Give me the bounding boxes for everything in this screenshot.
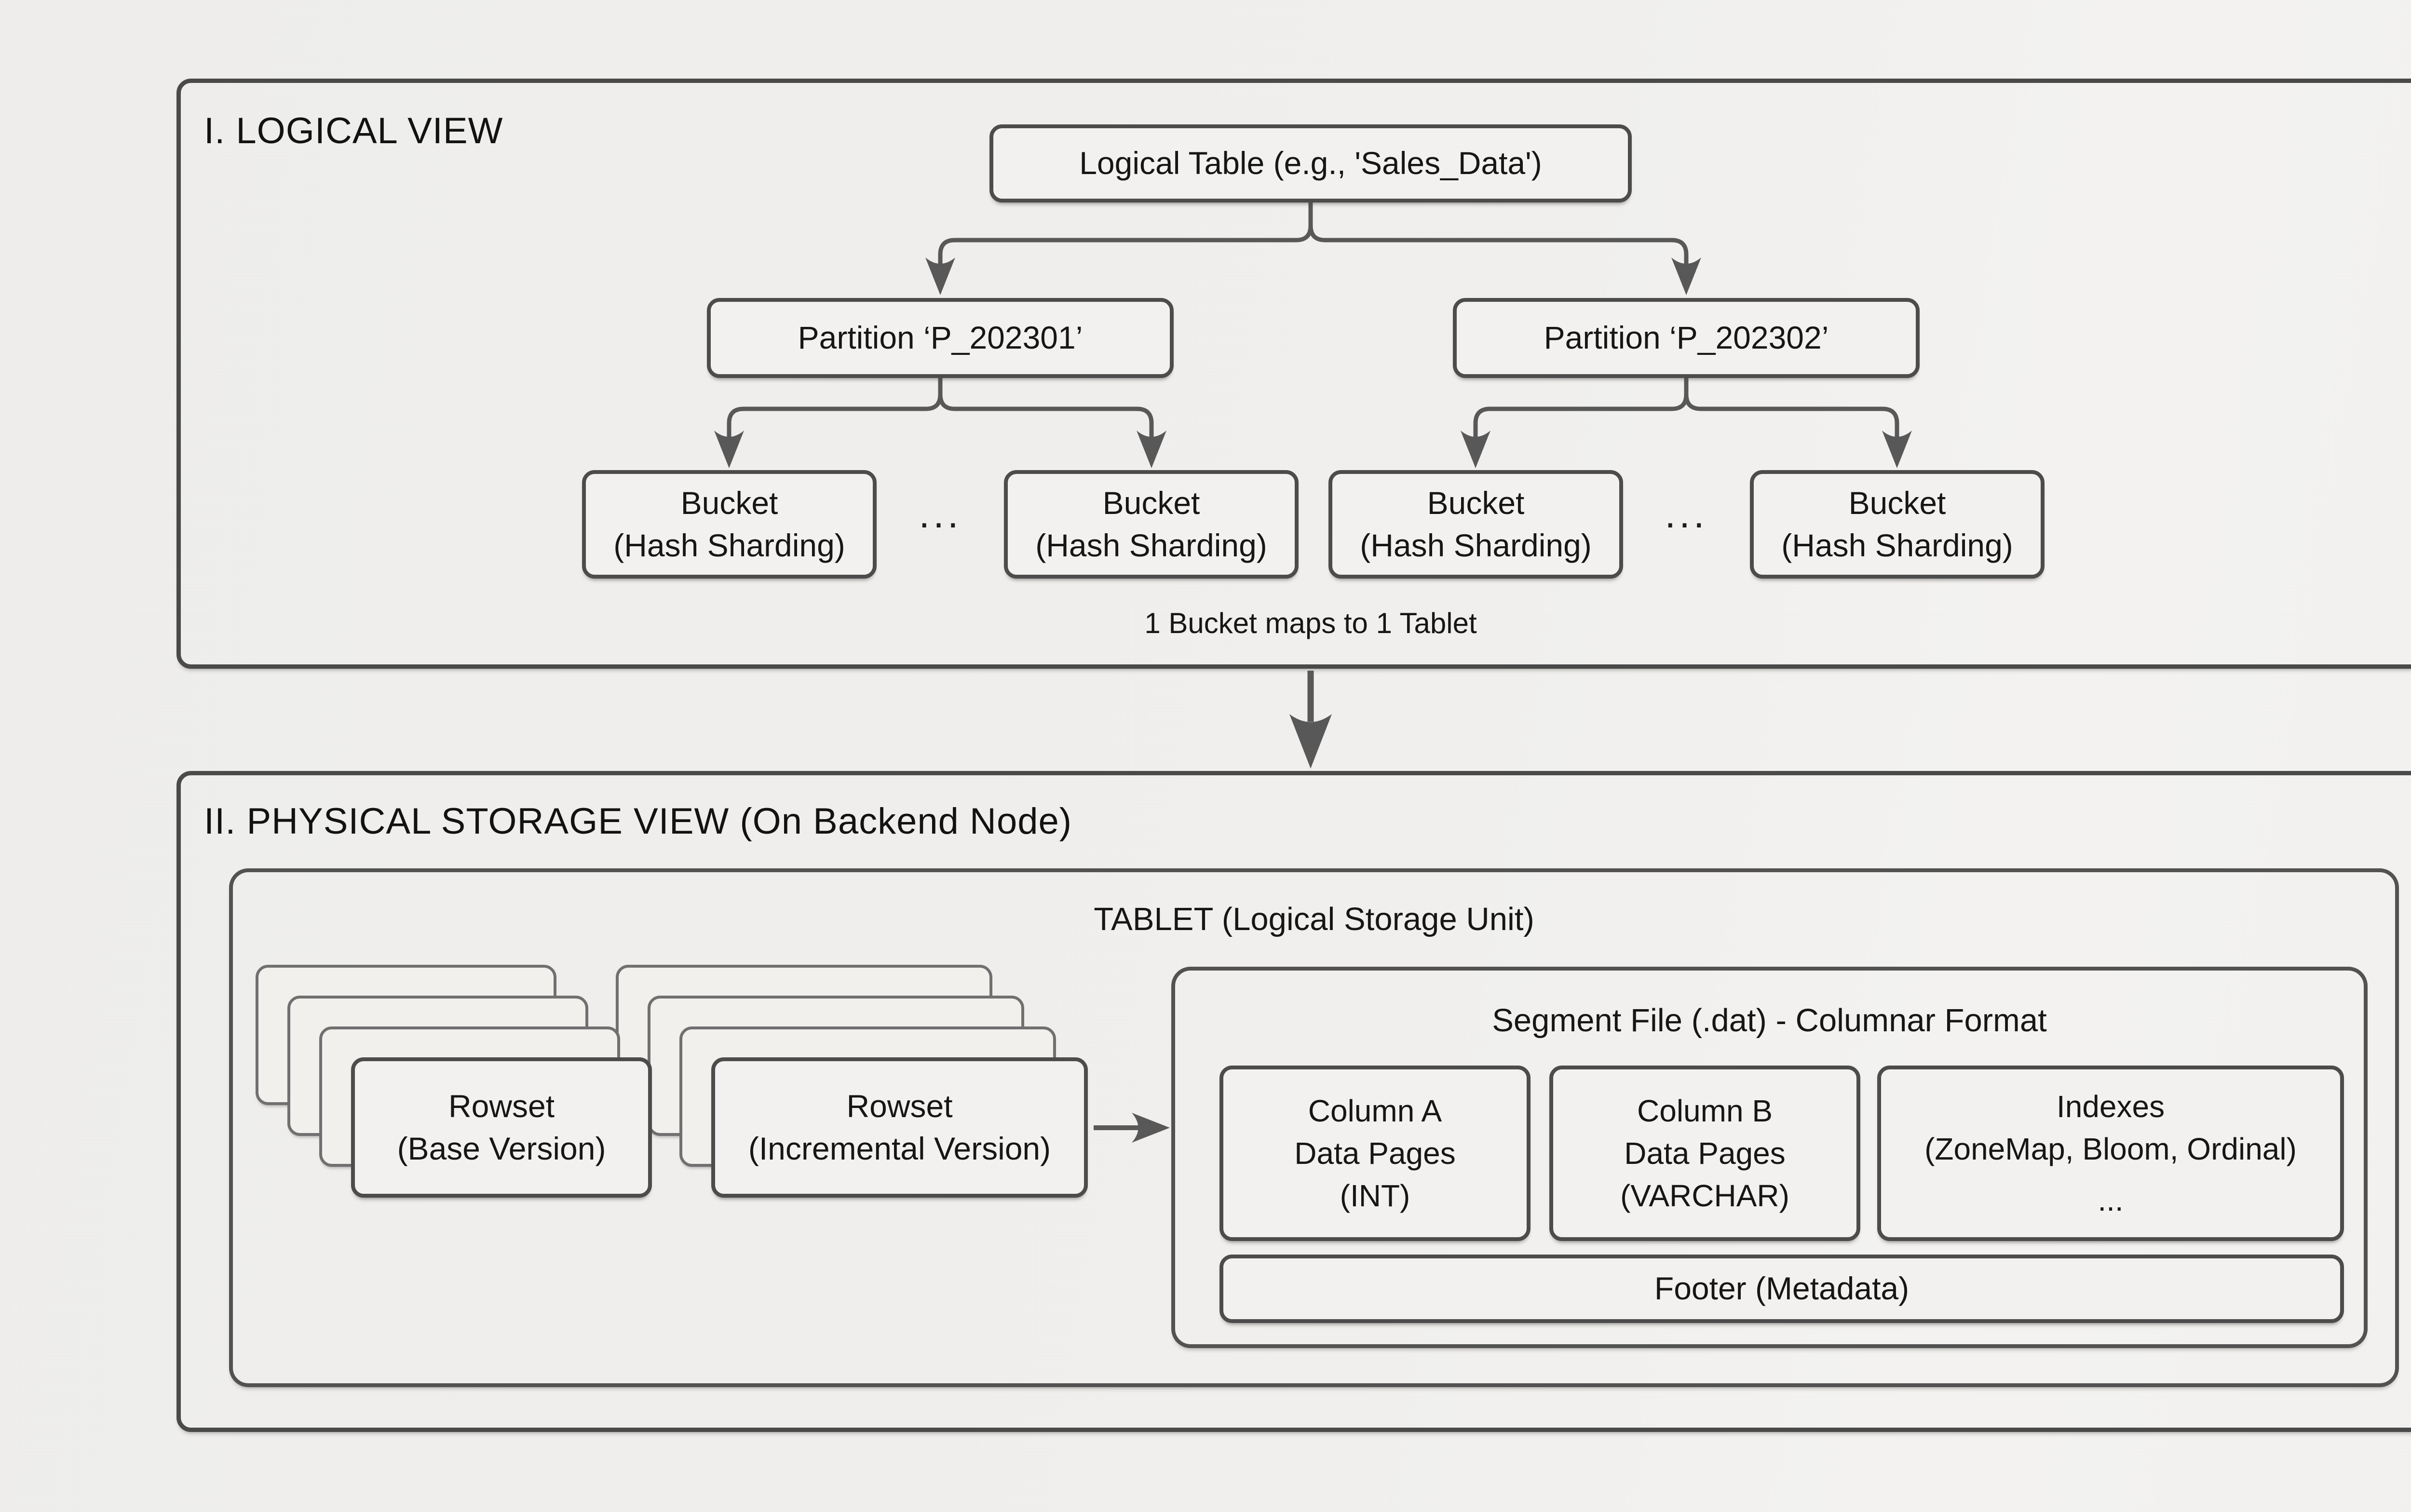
bucket-node-2: Bucket (Hash Sharding) [1004, 470, 1299, 579]
indexes-line3: ... [2098, 1183, 2124, 1218]
bucket-label-line1: Bucket [1427, 485, 1525, 521]
rowset-to-segment-arrow [1094, 1113, 1170, 1143]
segment-footer-node: Footer (Metadata) [1219, 1255, 2344, 1323]
section-logical-view [176, 79, 2411, 669]
bucket-node-4: Bucket (Hash Sharding) [1750, 470, 2045, 579]
bucket-label-line2: (Hash Sharding) [1035, 527, 1267, 563]
bucket-node-3: Bucket (Hash Sharding) [1328, 470, 1623, 579]
bucket-label-line2: (Hash Sharding) [1781, 527, 2013, 563]
rowset-incremental-line1: Rowset [846, 1088, 953, 1124]
indexes-node: Indexes (ZoneMap, Bloom, Ordinal) ... [1877, 1066, 2344, 1241]
bucket-node-1: Bucket (Hash Sharding) [582, 470, 877, 579]
column-b-line1: Column B [1637, 1093, 1773, 1128]
column-b-node: Column B Data Pages (VARCHAR) [1549, 1066, 1860, 1241]
partition-label: Partition ‘P_202301’ [798, 320, 1083, 356]
logical-table-label: Logical Table (e.g., 'Sales_Data') [1079, 145, 1542, 181]
rowset-base-line1: Rowset [448, 1088, 555, 1124]
tablet-title: TABLET (Logical Storage Unit) [1094, 901, 1534, 937]
column-a-node: Column A Data Pages (INT) [1219, 1066, 1531, 1241]
indexes-line1: Indexes [2056, 1089, 2165, 1124]
tree-level2-arrowheads [714, 431, 1912, 468]
section-link-arrow [1289, 671, 1332, 769]
section-physical-view [176, 771, 2411, 1432]
partition-label: Partition ‘P_202302’ [1544, 320, 1829, 356]
rowset-incremental-node: Rowset (Incremental Version) [711, 1057, 1088, 1198]
bucket-label-line2: (Hash Sharding) [1360, 527, 1592, 563]
column-a-line2: Data Pages [1294, 1135, 1456, 1171]
tree-level2-connectors [727, 378, 1899, 437]
column-a-line3: (INT) [1340, 1178, 1410, 1214]
tree-level1-arrowheads [925, 257, 1701, 295]
section-physical-view-title: II. PHYSICAL STORAGE VIEW (On Backend No… [204, 801, 1072, 842]
bucket-label-line1: Bucket [680, 485, 778, 521]
bucket-label-line1: Bucket [1102, 485, 1200, 521]
column-b-line2: Data Pages [1624, 1135, 1786, 1171]
partition-node-p202301: Partition ‘P_202301’ [707, 298, 1174, 378]
rowset-incremental-line2: (Incremental Version) [748, 1130, 1051, 1166]
rowset-base-line2: (Base Version) [397, 1130, 606, 1166]
bucket-label-line1: Bucket [1848, 485, 1946, 521]
tablet-container [229, 868, 2399, 1387]
rowset-base-node: Rowset (Base Version) [351, 1057, 652, 1198]
bucket-tablet-caption: 1 Bucket maps to 1 Tablet [1144, 607, 1477, 639]
bucket-ellipsis-right: ... [1665, 492, 1708, 536]
section-logical-view-title: I. LOGICAL VIEW [204, 110, 503, 151]
column-b-line3: (VARCHAR) [1620, 1178, 1789, 1214]
tree-level1-connectors [938, 202, 1689, 264]
logical-table-node: Logical Table (e.g., 'Sales_Data') [989, 124, 1632, 202]
column-a-line1: Column A [1308, 1093, 1442, 1128]
segment-file-container [1171, 967, 2368, 1348]
segment-file-title: Segment File (.dat) - Columnar Format [1492, 1002, 2047, 1039]
bucket-label-line2: (Hash Sharding) [613, 527, 845, 563]
bucket-ellipsis-left: ... [919, 492, 962, 536]
indexes-line2: (ZoneMap, Bloom, Ordinal) [1924, 1131, 2297, 1166]
partition-node-p202302: Partition ‘P_202302’ [1453, 298, 1920, 378]
segment-footer-label: Footer (Metadata) [1654, 1270, 1910, 1307]
